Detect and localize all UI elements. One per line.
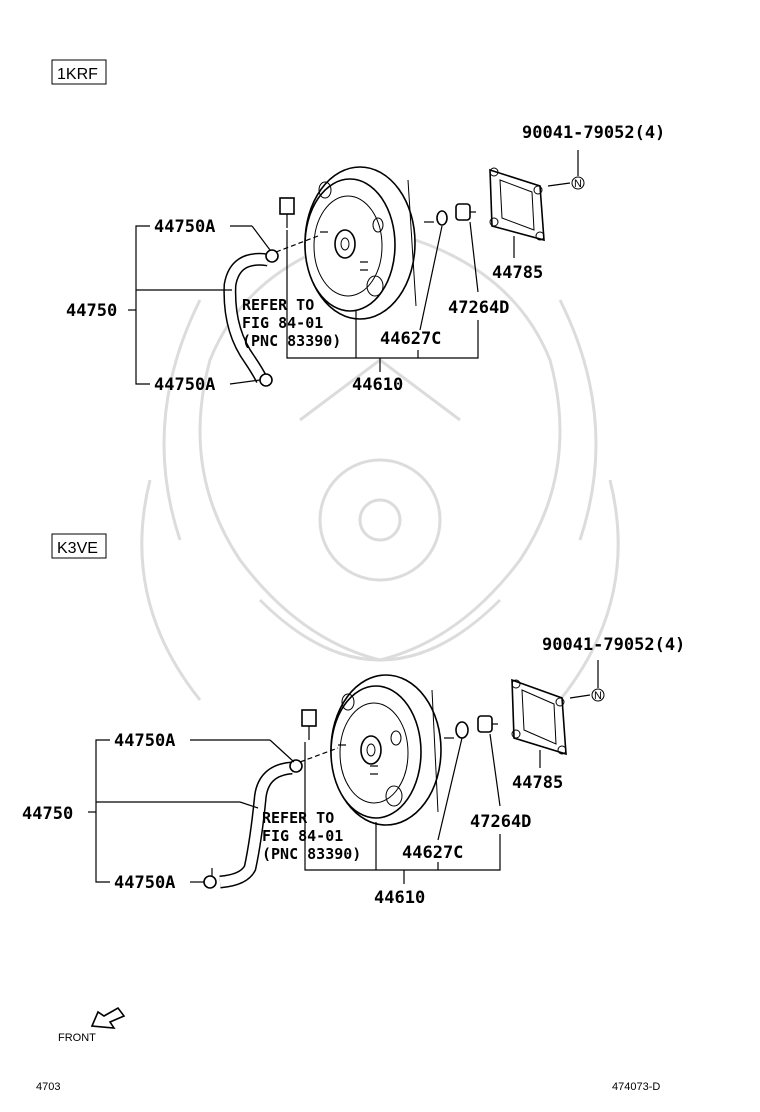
refer-note-line-3: (PNC 83390) xyxy=(262,845,361,863)
check-valve xyxy=(477,715,498,733)
engine-code-box xyxy=(51,533,107,559)
callout-gasket: 44785 xyxy=(492,263,543,283)
bolt-nut-icon: N xyxy=(569,688,605,702)
callout-grommet: 44627C xyxy=(402,843,463,863)
grommet xyxy=(424,210,448,226)
brake-booster xyxy=(304,166,417,320)
footer-left-code: 4703 xyxy=(36,1081,60,1093)
engine-code: K3VE xyxy=(57,540,98,557)
grommet xyxy=(444,721,469,739)
callout-bolt: 90041-79052(4) xyxy=(522,123,665,143)
refer-note-line-3: (PNC 83390) xyxy=(242,332,341,350)
callout-grommet: 44627C xyxy=(380,329,441,349)
callout-hose: 44750 xyxy=(66,301,117,321)
refer-note-line-1: REFER TO xyxy=(262,809,334,827)
callout-booster: 44610 xyxy=(374,888,425,908)
vacuum-fitting xyxy=(301,709,317,740)
brake-booster xyxy=(330,674,442,826)
check-valve xyxy=(455,203,476,221)
callout-gasket: 44785 xyxy=(512,773,563,793)
callout-check-valve: 47264D xyxy=(470,812,531,832)
section-k3ve: K3VE xyxy=(22,533,685,908)
callout-hose-clip-top: 44750A xyxy=(154,217,215,237)
vacuum-fitting xyxy=(279,197,295,228)
bolt-nut-icon: N xyxy=(547,176,585,190)
callout-booster: 44610 xyxy=(352,375,403,395)
svg-text:N: N xyxy=(574,178,582,190)
engine-code-box xyxy=(51,59,107,85)
front-arrow-icon xyxy=(90,1006,126,1029)
gasket xyxy=(489,167,545,242)
callout-check-valve: 47264D xyxy=(448,298,509,318)
refer-note-line-2: FIG 84-01 xyxy=(262,827,343,845)
vacuum-hose xyxy=(203,759,303,889)
footer-right-code: 474073-D xyxy=(612,1081,660,1093)
front-label: FRONT xyxy=(58,1032,96,1044)
gasket xyxy=(511,678,567,756)
refer-note-line-1: REFER TO xyxy=(242,296,314,314)
vacuum-hose xyxy=(223,249,279,387)
refer-note-line-2: FIG 84-01 xyxy=(242,314,323,332)
svg-text:N: N xyxy=(594,690,602,702)
callout-bolt: 90041-79052(4) xyxy=(542,635,685,655)
callout-hose-clip-top: 44750A xyxy=(114,731,175,751)
section-1krf: 1KRF xyxy=(51,59,665,395)
callout-hose: 44750 xyxy=(22,804,73,824)
callout-hose-clip-bottom: 44750A xyxy=(154,375,215,395)
callout-hose-clip-bottom: 44750A xyxy=(114,873,175,893)
engine-code: 1KRF xyxy=(57,66,98,83)
front-indicator: FRONT xyxy=(58,1006,126,1044)
